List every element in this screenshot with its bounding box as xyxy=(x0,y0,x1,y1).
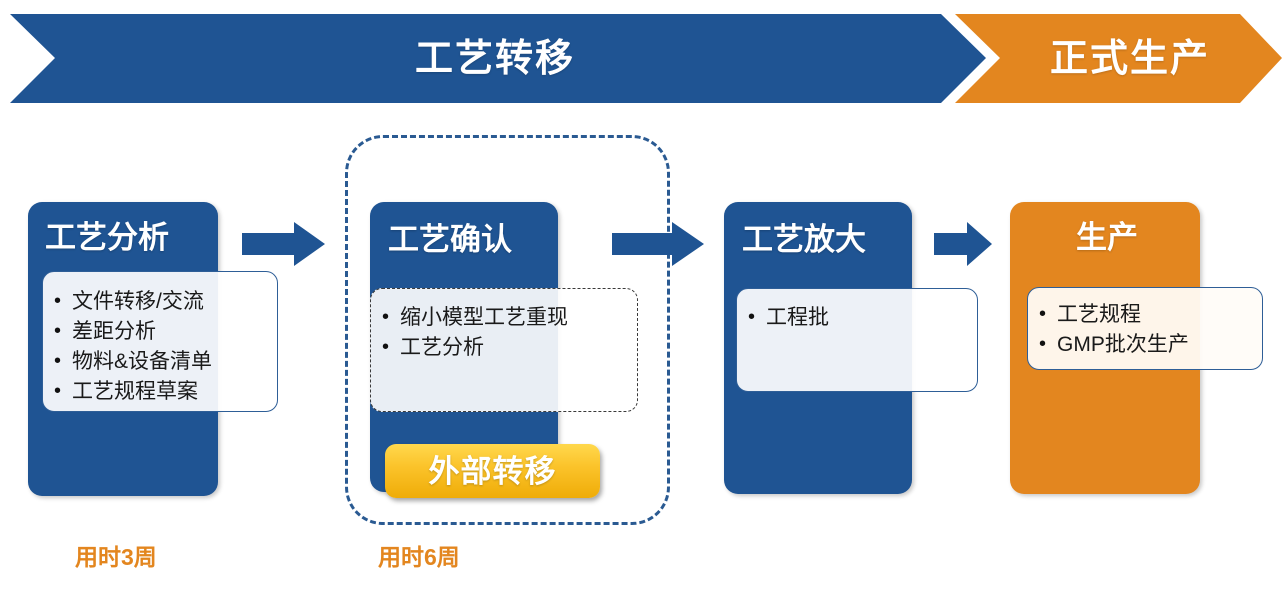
arrow-right-icon xyxy=(934,222,992,266)
list-item: 文件转移/交流 xyxy=(54,286,212,317)
arrow-right-icon xyxy=(242,222,325,266)
duration-phase-2: 用时6周 xyxy=(378,544,460,570)
arrow-right-icon-1 xyxy=(242,220,326,273)
phase-title-process-analysis: 工艺分析 xyxy=(45,220,169,255)
detail-list-process-analysis: 文件转移/交流 差距分析 物料&设备清单 工艺规程草案 xyxy=(54,286,212,407)
phase-banner: 工艺转移 正式生产 xyxy=(0,0,1286,120)
arrow-right-icon xyxy=(612,222,704,266)
list-item: 差距分析 xyxy=(54,316,212,347)
detail-callout-process-scale-up xyxy=(736,288,978,392)
list-item: 物料&设备清单 xyxy=(54,346,212,377)
list-item: 工艺规程 xyxy=(1039,299,1189,330)
list-item: 缩小模型工艺重现 xyxy=(382,302,568,333)
list-item: GMP批次生产 xyxy=(1039,329,1189,360)
list-item: 工程批 xyxy=(748,302,829,333)
commercial-production-chevron xyxy=(955,14,1282,103)
banner-secondary-label: 正式生产 xyxy=(1049,38,1210,80)
detail-list-process-confirmation: 缩小模型工艺重现 工艺分析 xyxy=(382,302,568,363)
phase-title-process-scale-up: 工艺放大 xyxy=(742,222,866,257)
process-transfer-chevron xyxy=(10,14,986,103)
list-item: 工艺分析 xyxy=(382,332,568,363)
arrow-right-icon-3 xyxy=(934,220,994,273)
duration-phase-1: 用时3周 xyxy=(75,544,157,570)
banner-primary-label: 工艺转移 xyxy=(414,38,575,80)
list-item: 工艺规程草案 xyxy=(54,376,212,407)
external-transfer-badge[interactable]: 外部转移 xyxy=(385,444,600,498)
detail-list-production: 工艺规程 GMP批次生产 xyxy=(1039,299,1189,360)
detail-list-process-scale-up: 工程批 xyxy=(748,302,829,333)
phase-title-process-confirmation: 工艺确认 xyxy=(388,222,512,257)
arrow-right-icon-2 xyxy=(612,220,706,273)
phase-banner-shapes xyxy=(10,14,1282,103)
phase-title-production: 生产 xyxy=(1076,220,1138,255)
external-transfer-group-outline xyxy=(345,135,670,525)
external-transfer-badge-label: 外部转移 xyxy=(428,453,557,489)
